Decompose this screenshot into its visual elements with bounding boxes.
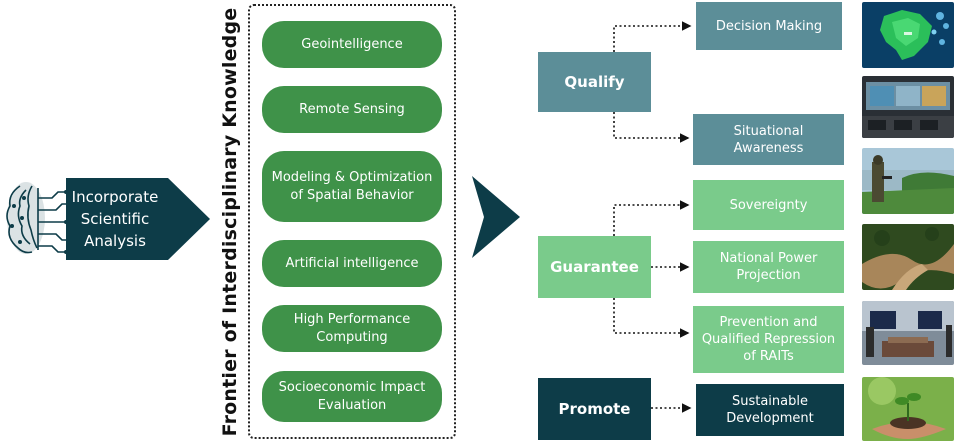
connector-qualify-decision <box>613 21 692 52</box>
middle-arrow-shape <box>472 176 520 258</box>
category-qualify: Qualify <box>538 52 651 112</box>
outcome-prevention-rait: Prevention and Qualified Repression of R… <box>693 306 844 373</box>
input-label: Incorporate Scientific Analysis <box>71 188 159 250</box>
category-promote: Promote <box>538 378 651 440</box>
seedling-hands-image <box>862 377 954 441</box>
outcome-national-power: National Power Projection <box>693 241 844 293</box>
knowledge-item-remote-sensing: Remote Sensing <box>262 86 442 133</box>
knowledge-container <box>248 4 456 439</box>
knowledge-item-geointelligence: Geointelligence <box>262 21 442 68</box>
knowledge-item-modeling: Modeling & Optimization of Spatial Behav… <box>262 151 442 222</box>
outcome-sovereignty: Sovereignty <box>693 180 844 230</box>
connector-qualify-awareness <box>613 112 690 143</box>
brain-circuit-icon <box>6 182 70 254</box>
connector-guarantee-rait <box>613 298 690 338</box>
deforestation-image <box>862 224 954 290</box>
brazil-map-image <box>862 2 954 68</box>
outcome-sustainable-development: Sustainable Development <box>696 384 844 436</box>
soldier-river-image <box>862 148 954 214</box>
knowledge-item-socioeconomic: Socioeconomic Impact Evaluation <box>262 371 442 422</box>
control-room-image <box>862 76 954 138</box>
frontier-title-text: Frontier of Interdisciplinary Knowledge <box>219 7 241 437</box>
connector-guarantee-sovereignty <box>613 200 690 236</box>
input-arrow-shape <box>66 178 210 260</box>
knowledge-item-ai: Artificial intelligence <box>262 240 442 287</box>
outcome-decision-making: Decision Making <box>696 2 842 50</box>
seized-equipment-image <box>862 301 954 365</box>
category-guarantee: Guarantee <box>538 236 651 298</box>
outcome-situational-awareness: Situational Awareness <box>693 114 844 165</box>
knowledge-item-hpc: High Performance Computing <box>262 305 442 352</box>
